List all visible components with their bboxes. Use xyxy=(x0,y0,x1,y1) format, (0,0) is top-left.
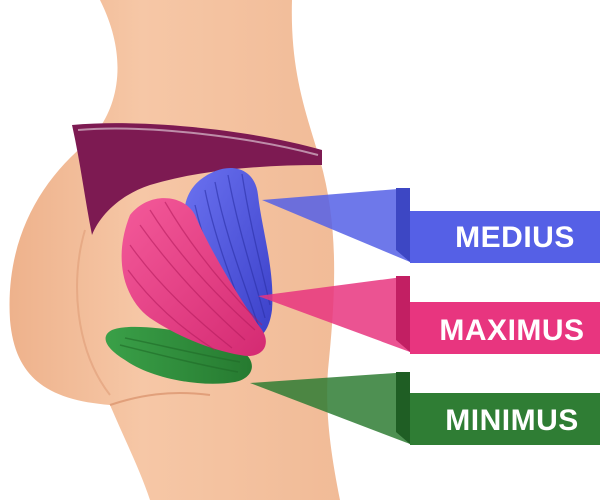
glute-outline xyxy=(76,229,111,396)
minimus-label-box xyxy=(410,393,600,445)
minimus-fold xyxy=(396,372,410,444)
underwear-highlight xyxy=(77,127,319,156)
maximus-pointer xyxy=(258,276,410,352)
underwear xyxy=(72,123,322,235)
gluteus-medius-muscle xyxy=(184,168,273,339)
maximus-fold xyxy=(396,276,410,352)
maximus-label-box xyxy=(410,302,600,354)
maximus-callout: MAXIMUS xyxy=(258,276,600,354)
gluteus-maximus-muscle xyxy=(121,198,266,356)
maximus-label: MAXIMUS xyxy=(439,314,584,347)
medius-label-box xyxy=(410,211,600,263)
buttock-crease xyxy=(109,392,211,406)
medius-fold xyxy=(396,188,410,262)
minimus-label: MINIMUS xyxy=(445,404,579,437)
medius-label: MEDIUS xyxy=(455,221,575,254)
medius-pointer xyxy=(262,188,410,262)
minimus-callout: MINIMUS xyxy=(250,372,600,445)
medius-callout: MEDIUS xyxy=(262,188,600,263)
minimus-pointer xyxy=(250,372,410,444)
